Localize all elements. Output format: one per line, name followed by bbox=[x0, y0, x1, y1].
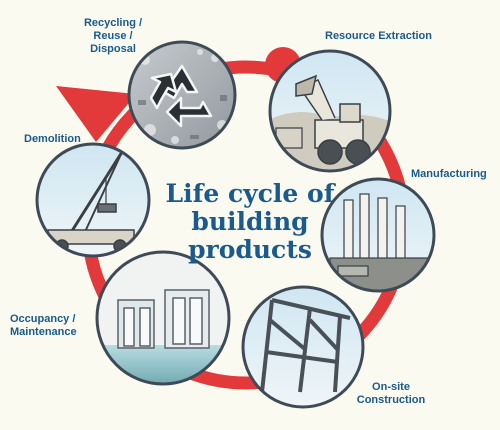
label-resource-extraction: Resource Extraction bbox=[325, 30, 432, 42]
excavator-icon bbox=[295, 74, 371, 165]
crane-icon bbox=[47, 151, 135, 253]
label-recycling: Recycling / Reuse / Disposal bbox=[83, 17, 143, 55]
manufacturing-image bbox=[320, 177, 436, 293]
label-occupancy-maintenance: Occupancy / Maintenance bbox=[10, 313, 77, 338]
title-line-3: products bbox=[188, 235, 312, 264]
occupancy-maintenance-image bbox=[95, 250, 231, 386]
cycle-arrowhead bbox=[56, 86, 136, 142]
steel-frame-icon bbox=[260, 298, 351, 393]
label-on-site-construction: On-site Construction bbox=[356, 381, 426, 406]
building-interior-icon bbox=[117, 289, 210, 349]
label-demolition: Demolition bbox=[24, 133, 81, 145]
resource-extraction-image bbox=[268, 49, 392, 173]
on-site-construction-image bbox=[241, 285, 365, 409]
recycling-image bbox=[127, 40, 237, 150]
recycle-icon bbox=[149, 64, 213, 128]
title-line-2: building bbox=[191, 207, 309, 236]
demolition-image bbox=[35, 142, 151, 258]
label-manufacturing: Manufacturing bbox=[411, 168, 487, 180]
title-line-1: Life cycle of bbox=[165, 179, 335, 208]
diagram-title: Life cycle of building products bbox=[150, 180, 350, 264]
